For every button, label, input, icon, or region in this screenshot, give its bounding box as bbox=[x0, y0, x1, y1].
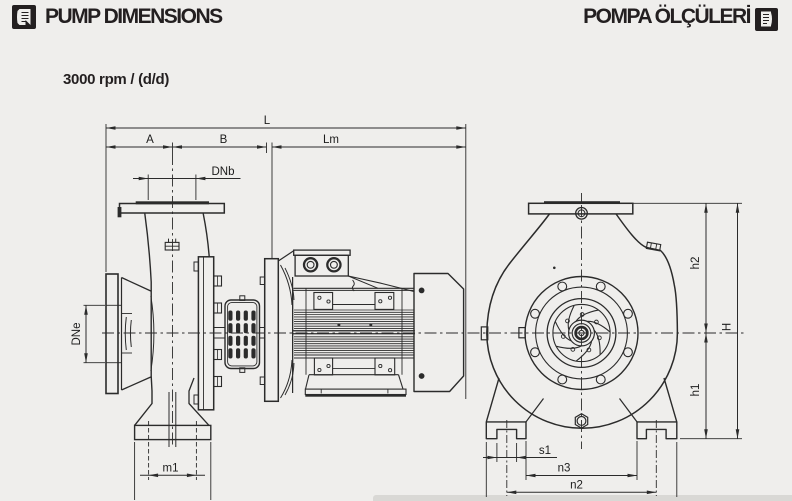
svg-text:L: L bbox=[264, 115, 271, 127]
svg-text:m1: m1 bbox=[163, 463, 179, 475]
svg-text:n2: n2 bbox=[570, 480, 583, 492]
svg-text:Lm: Lm bbox=[323, 134, 339, 146]
svg-text:DNe: DNe bbox=[71, 322, 83, 345]
svg-text:n3: n3 bbox=[558, 463, 571, 475]
svg-text:H: H bbox=[722, 323, 734, 331]
svg-text:B: B bbox=[220, 134, 228, 146]
svg-text:s1: s1 bbox=[539, 445, 551, 457]
svg-text:h2: h2 bbox=[690, 257, 702, 270]
svg-text:DNb: DNb bbox=[211, 166, 234, 178]
svg-text:A: A bbox=[146, 134, 154, 146]
svg-text:h1: h1 bbox=[690, 384, 702, 397]
